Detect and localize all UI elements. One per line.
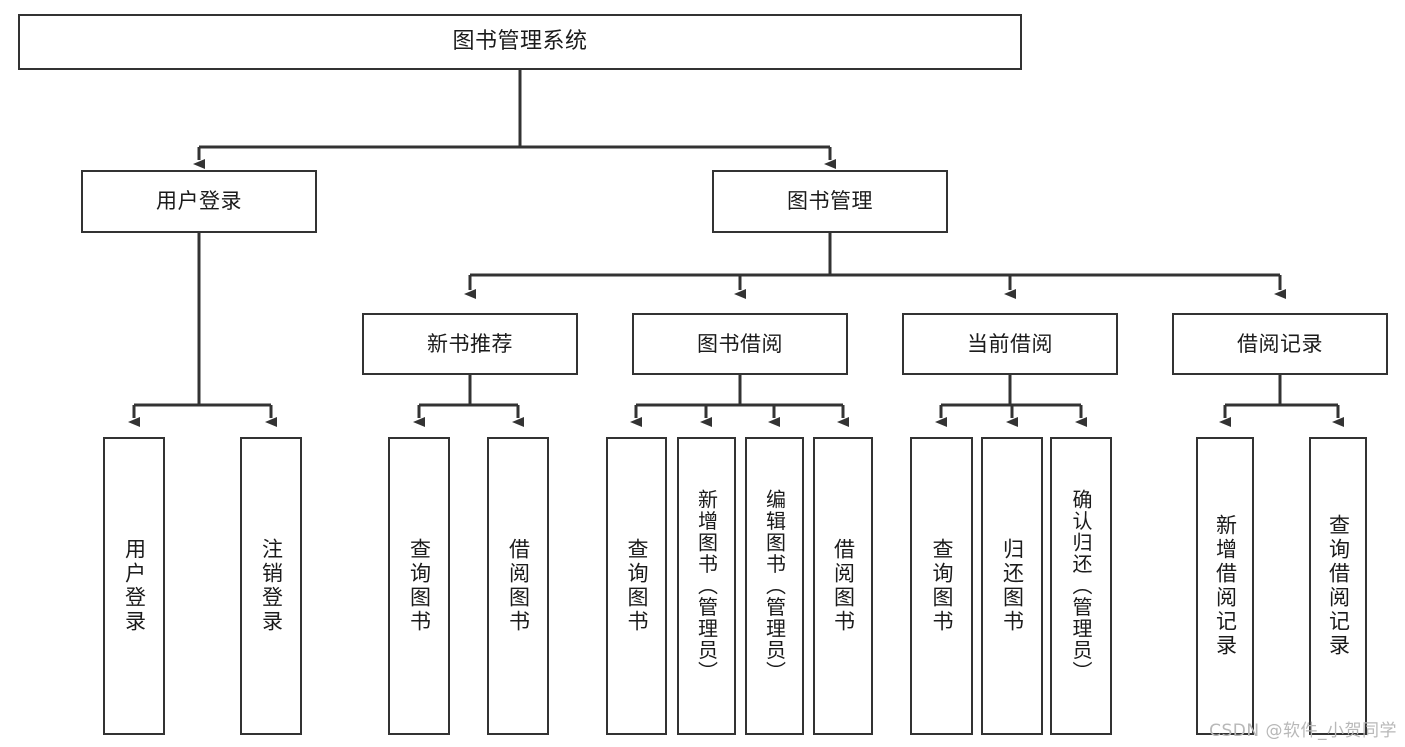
node-leaf-borrow-book-recommend[interactable]: 借阅图书 [487,437,549,735]
node-leaf-borrow-book[interactable]: 借阅图书 [813,437,873,735]
node-leaf-return-book[interactable]: 归还图书 [981,437,1043,735]
node-leaf-add-borrow-record[interactable]: 新增借阅记录 [1196,437,1254,735]
node-label: 查询图书 [407,538,432,634]
node-book-management[interactable]: 图书管理 [712,170,948,233]
node-label: 借阅图书 [506,538,531,634]
node-new-book-recommend[interactable]: 新书推荐 [362,313,578,375]
node-label: 新书推荐 [427,331,513,356]
node-leaf-add-book-admin[interactable]: 新增图书（管理员） [677,437,736,735]
node-label: 借阅记录 [1237,331,1323,356]
node-label: 查询借阅记录 [1326,514,1351,658]
node-label: 用户登录 [122,538,147,634]
node-root-book-management-system[interactable]: 图书管理系统 [18,14,1022,70]
node-leaf-logout[interactable]: 注销登录 [240,437,302,735]
node-label: 新增借阅记录 [1213,514,1238,658]
node-label: 借阅图书 [831,538,856,634]
node-leaf-query-book-current[interactable]: 查询图书 [910,437,973,735]
node-borrow-records[interactable]: 借阅记录 [1172,313,1388,375]
node-leaf-query-book-borrow[interactable]: 查询图书 [606,437,667,735]
node-label: 当前借阅 [967,331,1053,356]
node-label: 确认归还（管理员） [1069,489,1093,683]
node-label: 图书管理 [787,189,873,214]
node-label: 图书借阅 [697,331,783,356]
node-leaf-query-borrow-record[interactable]: 查询借阅记录 [1309,437,1367,735]
node-label: 编辑图书（管理员） [762,489,787,683]
node-leaf-confirm-return-admin[interactable]: 确认归还（管理员） [1050,437,1112,735]
node-leaf-edit-book-admin[interactable]: 编辑图书（管理员） [745,437,804,735]
node-label: 新增图书（管理员） [694,489,719,683]
node-label: 归还图书 [1000,538,1025,634]
node-user-login[interactable]: 用户登录 [81,170,317,233]
node-leaf-user-login[interactable]: 用户登录 [103,437,165,735]
node-label: 图书管理系统 [452,29,588,55]
node-current-borrow[interactable]: 当前借阅 [902,313,1118,375]
node-leaf-query-book-recommend[interactable]: 查询图书 [388,437,450,735]
node-book-borrow[interactable]: 图书借阅 [632,313,848,375]
node-label: 用户登录 [156,189,242,214]
node-label: 注销登录 [259,538,284,634]
node-label: 查询图书 [625,538,649,634]
node-label: 查询图书 [930,538,954,634]
